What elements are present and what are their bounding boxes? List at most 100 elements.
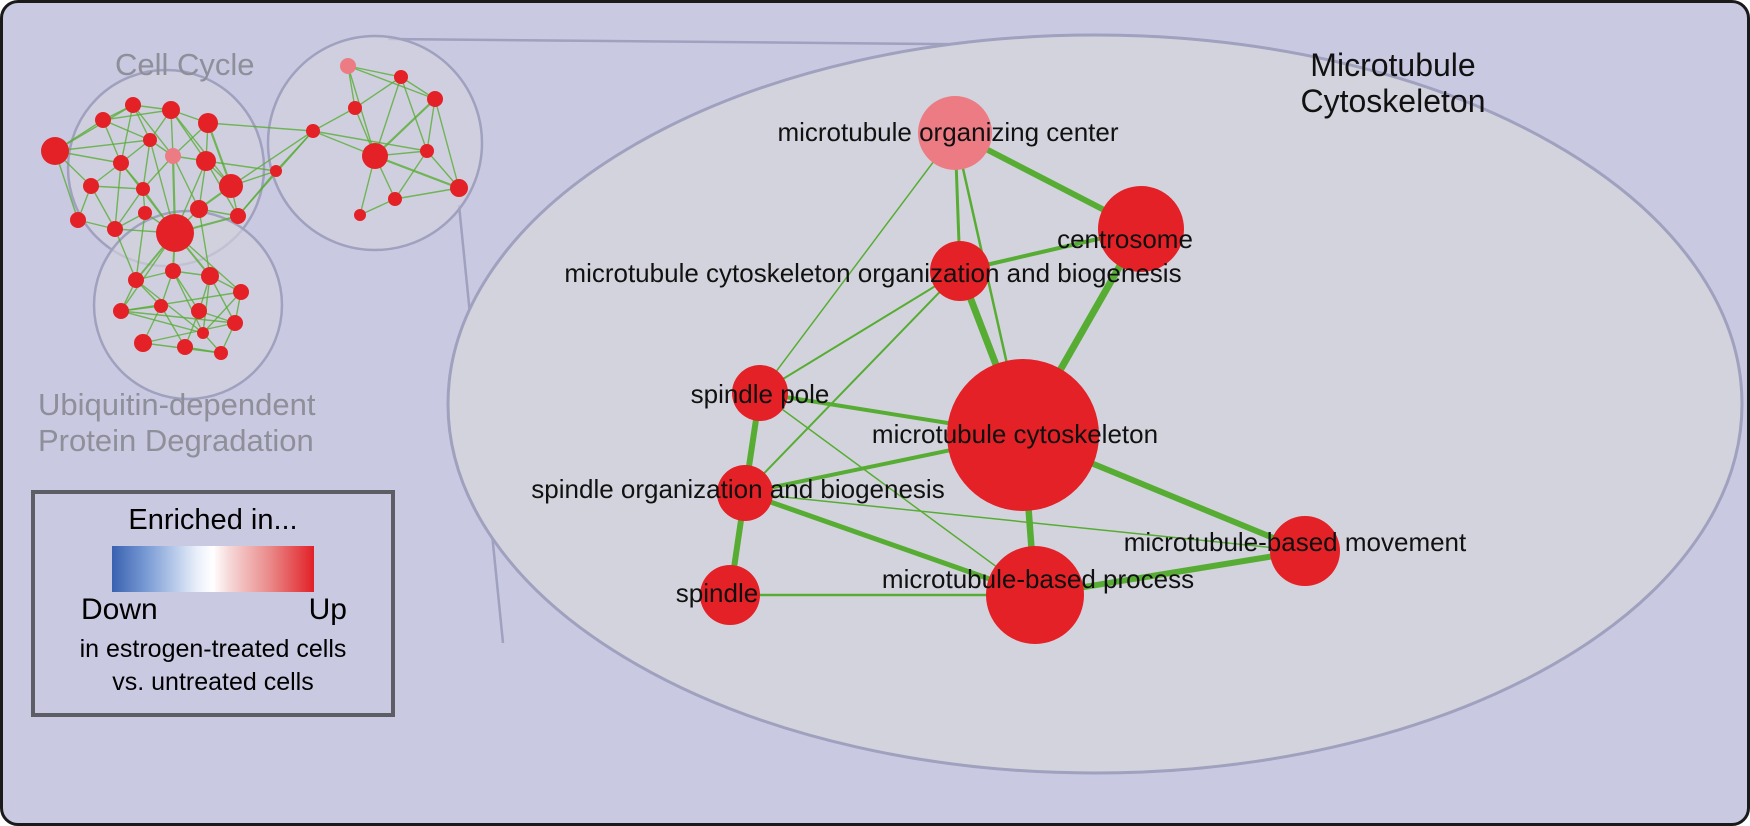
overview-edge — [114, 162, 122, 230]
node-moc — [918, 96, 992, 170]
overview-edge — [54, 104, 134, 152]
edge-spindle-org--mt-movement — [744, 492, 1306, 552]
detail-cluster-ellipse — [446, 33, 1744, 775]
overview-node — [83, 178, 99, 194]
overview-edge — [170, 109, 232, 187]
overview-node — [191, 303, 207, 319]
node-mco — [930, 241, 990, 301]
overview-node — [270, 165, 282, 177]
overview-node — [134, 334, 152, 352]
node-label-spindle-org: spindle organization and biogenesis — [531, 474, 944, 504]
overview-edge — [135, 279, 204, 334]
overview-edge — [142, 139, 151, 190]
overview-edge — [312, 130, 428, 152]
overview-node — [107, 221, 123, 237]
edge-mco--spindle-pole — [759, 270, 961, 394]
overview-edge — [374, 154, 460, 190]
overview-edge — [202, 291, 242, 334]
overview-edge — [102, 109, 172, 121]
overview-edge — [207, 122, 314, 132]
node-label-mt-process: microtubule-based process — [882, 564, 1194, 594]
edge-spindle-org--mt-process — [744, 490, 1036, 598]
overview-node — [362, 143, 388, 169]
overview-edge — [172, 155, 200, 210]
node-spindle-org — [717, 465, 773, 521]
overview-edge — [434, 98, 460, 189]
overview-node — [427, 91, 443, 107]
overview-node — [136, 182, 150, 196]
overview-edge — [230, 130, 314, 187]
overview-edge — [205, 160, 277, 172]
overview-node — [214, 346, 228, 360]
node-label-centrosome: centrosome — [1057, 224, 1193, 254]
overview-edge — [90, 185, 116, 230]
overview-node — [95, 112, 111, 128]
overview-edge — [347, 65, 402, 78]
overview-node — [113, 155, 129, 171]
overview-node — [388, 192, 402, 206]
cluster-label-ubiquitin-line2: Protein Degradation — [38, 422, 314, 458]
overview-node — [165, 148, 181, 164]
overview-node — [143, 133, 157, 147]
overview-edge — [120, 310, 236, 324]
overview-node — [348, 101, 362, 115]
node-label-spindle-pole: spindle pole — [691, 379, 830, 409]
overview-node — [156, 214, 194, 252]
node-spindle — [700, 565, 760, 625]
overview-node — [138, 206, 152, 220]
overview-node — [190, 200, 208, 218]
overview-edge — [120, 104, 134, 164]
node-mt-cytoskeleton — [947, 359, 1099, 511]
overview-edge — [172, 270, 204, 334]
overview-node — [162, 101, 180, 119]
overview-edge — [426, 98, 436, 152]
overview-node — [340, 58, 356, 74]
overview-edge — [90, 185, 144, 190]
overview-edge — [394, 150, 428, 200]
overview-cluster-circle — [92, 209, 284, 401]
overview-edge — [394, 187, 460, 200]
legend-endpoints: Down Up — [35, 592, 391, 627]
edge-spindle-pole--mt-process — [759, 392, 1036, 596]
overview-edge — [132, 104, 174, 157]
node-label-mt-cytoskeleton: microtubule cytoskeleton — [872, 419, 1158, 449]
overview-node — [201, 267, 219, 285]
overview-edge — [354, 76, 402, 109]
overview-edge — [198, 208, 211, 277]
overview-node — [165, 263, 181, 279]
overview-node — [420, 144, 434, 158]
cluster-label-ubiquitin-line1: Ubiquitin-dependent — [38, 387, 316, 422]
overview-edge — [114, 228, 137, 281]
zoom-connector-line — [387, 37, 1044, 47]
legend-gradient-bar — [112, 546, 314, 592]
overview-edge — [347, 65, 436, 100]
overview-edge — [202, 275, 211, 334]
node-label-moc: microtubule organizing center — [777, 117, 1118, 147]
overview-node — [128, 272, 144, 288]
overview-node — [394, 70, 408, 84]
overview-node — [450, 179, 468, 197]
detail-cluster-title-line2: Cytoskeleton — [1300, 83, 1486, 120]
legend-box: Enriched in... Down Up in estrogen-treat… — [31, 490, 395, 717]
overview-node — [306, 124, 320, 138]
detail-cluster-title-line1: Microtubule — [1310, 47, 1476, 83]
overview-edge — [114, 188, 144, 230]
node-spindle-pole — [732, 365, 788, 421]
legend-caption-line2: vs. untreated cells — [112, 667, 314, 696]
overview-node — [125, 97, 141, 113]
overview-node — [196, 151, 216, 171]
overview-node — [197, 327, 209, 339]
network-svg: microtubule organizing center centrosome m… — [41, 33, 1744, 775]
overview-node — [354, 209, 366, 221]
cluster-label-cell-cycle: Cell Cycle — [115, 47, 255, 82]
cluster-label-ubiquitin: Ubiquitin-dependent Protein Degradation — [38, 387, 316, 459]
overview-node — [230, 208, 246, 224]
legend-down-label: Down — [81, 593, 158, 626]
node-centrosome — [1098, 186, 1184, 272]
overview-node — [70, 212, 86, 228]
overview-edge — [54, 139, 151, 152]
legend-title: Enriched in... — [128, 504, 298, 536]
detail-cluster-title: Microtubule Cytoskeleton — [1273, 47, 1513, 120]
overview-node — [41, 137, 69, 165]
